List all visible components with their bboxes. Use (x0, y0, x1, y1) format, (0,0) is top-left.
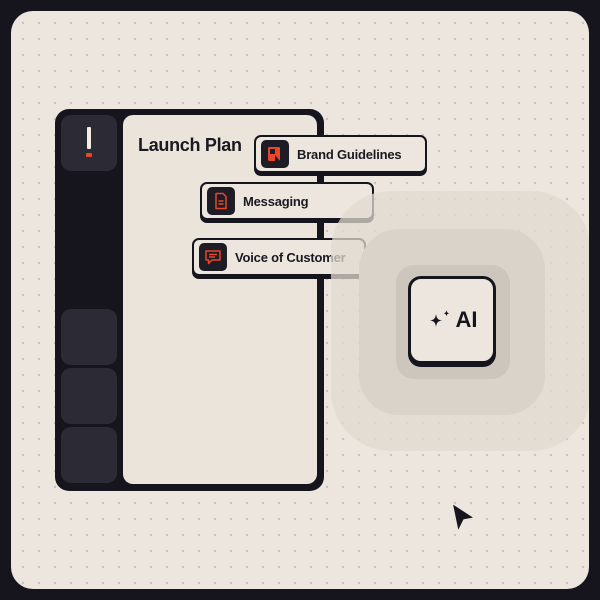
brand-book-icon (261, 140, 289, 168)
ai-label: AI (455, 307, 478, 332)
chat-bubble-icon (199, 243, 227, 271)
exclamation-logo-icon (86, 127, 92, 157)
doc-chip-brand-guidelines[interactable]: Brand Guidelines (254, 135, 427, 173)
mouse-cursor-icon (451, 502, 476, 533)
sparkles-icon (429, 310, 449, 327)
canvas: Launch Plan Brand Guidelines Messaging (11, 11, 589, 589)
sidebar-button-2[interactable] (61, 368, 117, 424)
logo-button[interactable] (61, 115, 117, 171)
page-title: Launch Plan (138, 135, 242, 155)
doc-chip-label: Messaging (243, 193, 309, 209)
ai-button[interactable]: AI (408, 276, 496, 364)
sidebar-button-3[interactable] (61, 427, 117, 483)
doc-chip-label: Brand Guidelines (297, 146, 402, 162)
doc-chip-label: Voice of Customer (235, 249, 346, 265)
document-icon (207, 187, 235, 215)
sidebar-button-1[interactable] (61, 309, 117, 365)
main-panel: Launch Plan (123, 115, 317, 484)
